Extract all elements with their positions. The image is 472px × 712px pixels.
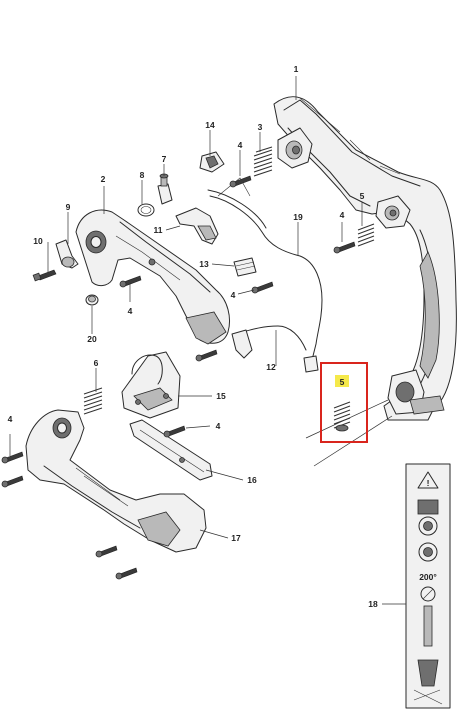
manual-book-icon bbox=[417, 499, 439, 515]
callout-17: 17 bbox=[231, 533, 241, 543]
handle-graphic-icon bbox=[423, 605, 433, 647]
callout-4-e: 4 bbox=[128, 306, 133, 316]
callout-8: 8 bbox=[140, 170, 145, 180]
callout-9: 9 bbox=[66, 202, 71, 212]
decal-temperature-label: 200° bbox=[419, 572, 437, 582]
part-16-guard-plate[interactable] bbox=[129, 419, 213, 481]
part-18-decal[interactable]: ! 200° bbox=[405, 463, 451, 709]
hand-graphic-icon bbox=[417, 659, 439, 687]
part-19-cable[interactable] bbox=[207, 177, 323, 373]
part-4-screw-g[interactable] bbox=[1, 451, 24, 464]
callout-4-d: 4 bbox=[8, 414, 13, 424]
part-2-upper-handle[interactable] bbox=[75, 209, 230, 345]
part-4-screw-j[interactable] bbox=[115, 567, 138, 580]
part-4-screw-e[interactable] bbox=[195, 349, 218, 362]
part-1-handle-frame[interactable] bbox=[273, 96, 457, 421]
callout-20: 20 bbox=[87, 334, 97, 344]
highlight-frame bbox=[320, 362, 368, 443]
part-8-ring-clip[interactable] bbox=[137, 203, 155, 217]
callout-18: 18 bbox=[368, 599, 378, 609]
part-4-screw-a[interactable] bbox=[229, 175, 252, 188]
part-11-trigger[interactable] bbox=[175, 207, 219, 245]
part-6-spring[interactable] bbox=[83, 387, 103, 415]
callout-4-c: 4 bbox=[216, 421, 221, 431]
part-20-plug[interactable] bbox=[85, 294, 99, 306]
callout-19: 19 bbox=[293, 212, 303, 222]
callout-10: 10 bbox=[33, 236, 43, 246]
part-4-screw-i[interactable] bbox=[95, 545, 118, 558]
leader-lines bbox=[9, 76, 406, 605]
part-15-bracket[interactable] bbox=[121, 351, 181, 419]
callout-13: 13 bbox=[199, 259, 209, 269]
part-10-bolt[interactable] bbox=[32, 269, 57, 282]
callout-3: 3 bbox=[258, 122, 263, 132]
part-4-screw-c[interactable] bbox=[119, 275, 142, 288]
part-5-spring-secondary[interactable] bbox=[357, 223, 375, 247]
part-4-screw-b[interactable] bbox=[333, 241, 356, 254]
callout-15: 15 bbox=[216, 391, 226, 401]
part-7-pin[interactable] bbox=[157, 173, 173, 205]
callout-7: 7 bbox=[162, 154, 167, 164]
callout-6: 6 bbox=[94, 358, 99, 368]
callout-11: 11 bbox=[154, 225, 163, 235]
part-14-clip[interactable] bbox=[199, 151, 225, 173]
callout-14: 14 bbox=[205, 120, 215, 130]
highlight-badge bbox=[335, 375, 349, 387]
warning-icon bbox=[417, 471, 439, 489]
part-5-spring[interactable] bbox=[333, 401, 351, 432]
part-17-lower-handle[interactable] bbox=[25, 409, 207, 553]
part-4-screw-h[interactable] bbox=[1, 475, 24, 488]
callout-1: 1 bbox=[294, 64, 299, 74]
svg-text:!: ! bbox=[427, 478, 430, 488]
part-3-spring[interactable] bbox=[253, 146, 273, 177]
part-12-wire[interactable] bbox=[231, 325, 307, 359]
callout-12: 12 bbox=[266, 362, 276, 372]
callout-5-highlighted: 5 bbox=[340, 377, 345, 387]
part-4-screw-f[interactable] bbox=[163, 425, 186, 438]
part-4-screw-d[interactable] bbox=[251, 281, 274, 294]
part-9-knob[interactable] bbox=[55, 239, 79, 269]
callout-4-a: 4 bbox=[238, 140, 243, 150]
callout-2: 2 bbox=[101, 174, 106, 184]
callout-5: 5 bbox=[360, 191, 365, 201]
callout-4-b: 4 bbox=[340, 210, 345, 220]
callout-16: 16 bbox=[247, 475, 257, 485]
callout-4-f: 4 bbox=[231, 290, 236, 300]
part-13-connector[interactable] bbox=[233, 257, 257, 277]
